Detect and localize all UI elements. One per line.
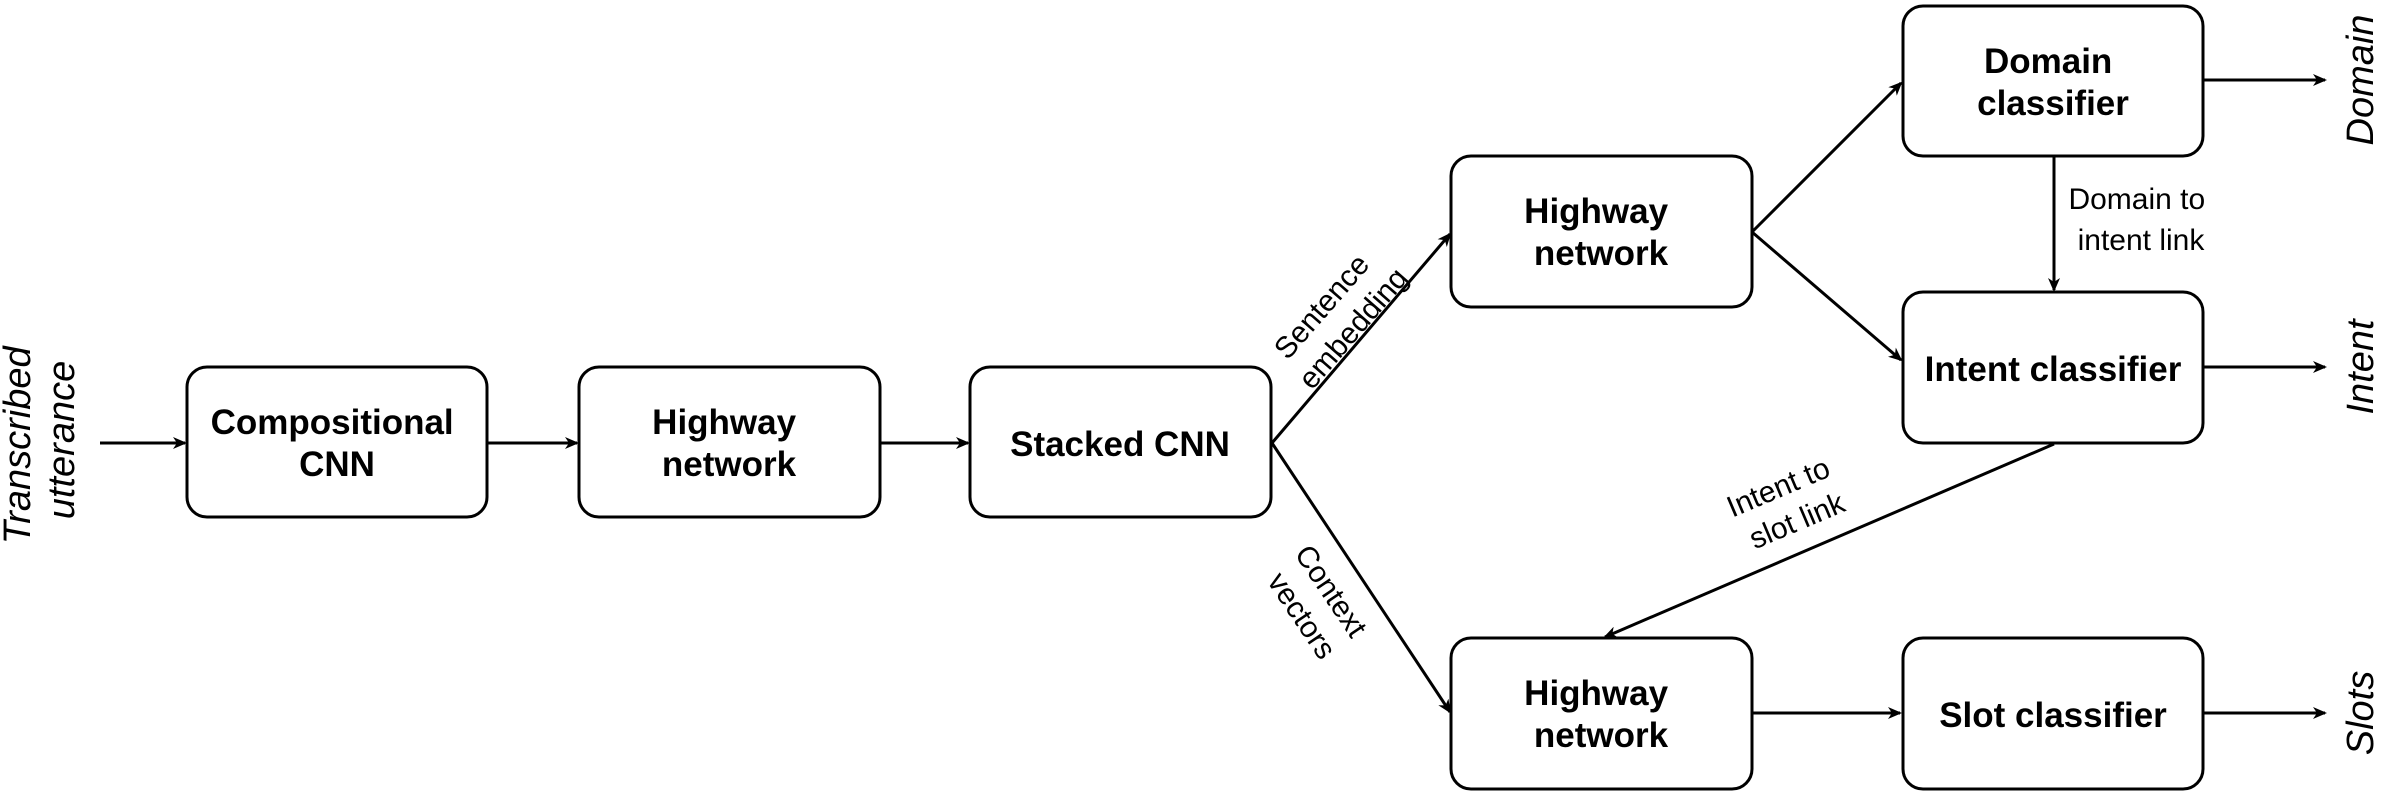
intent-output-label: Intent	[2340, 318, 2382, 415]
domain-to-intent-label: Domain to intent link	[2068, 183, 2213, 257]
domain-classifier-node: Domain classifier	[1901, 4, 2205, 158]
input-label-line-2: utterance	[41, 361, 83, 519]
input-label-line-1: Transcribed	[0, 345, 39, 545]
slots-output-label: Slots	[2340, 671, 2382, 755]
domain-classifier-line-1: Domain	[1984, 42, 2112, 81]
svg-text:Intent classifier: Intent classifier	[1925, 350, 2182, 389]
intent-classifier-label: Intent classifier	[1925, 350, 2182, 389]
highway-top-line-2: network	[1534, 234, 1669, 273]
svg-text:Highway network: Highway network	[652, 403, 806, 484]
stacked-cnn-node: Stacked CNN	[968, 365, 1273, 519]
edge-stacked-to-highway-top	[1270, 232, 1452, 444]
domain-to-intent-line-2: intent link	[2078, 224, 2206, 257]
highway-bottom-line-2: network	[1534, 716, 1669, 755]
slot-classifier-node: Slot classifier	[1901, 636, 2205, 791]
intent-classifier-node: Intent classifier	[1901, 290, 2205, 445]
compositional-cnn-line-2: CNN	[299, 445, 375, 484]
intent-to-slot-label: Intent to slot link	[1722, 448, 1857, 559]
svg-text:Highway network: Highway network	[1524, 192, 1678, 273]
highway-network-node-1: Highway network	[577, 365, 882, 519]
domain-output-label: Domain	[2340, 15, 2382, 146]
edge-highway-top-to-domain	[1750, 81, 1903, 234]
edge-intent-to-slot	[1603, 442, 2055, 639]
domain-classifier-line-2: classifier	[1977, 84, 2129, 123]
svg-text:Compositional CNN: Compositional CNN	[211, 403, 464, 484]
svg-text:Domain classifier: Domain classifier	[1977, 42, 2129, 123]
highway-1-line-1: Highway	[652, 403, 796, 442]
context-vectors-label: Context vectors	[1256, 539, 1377, 671]
svg-text:Highway network: Highway network	[1524, 674, 1678, 755]
slot-classifier-label: Slot classifier	[1939, 696, 2167, 735]
edge-stacked-to-highway-bottom	[1270, 442, 1452, 714]
sentence-embedding-label: Sentence embedding	[1264, 237, 1415, 396]
stacked-cnn-label: Stacked CNN	[1010, 425, 1230, 464]
highway-network-node-bottom: Highway network	[1449, 636, 1754, 791]
edge-highway-top-to-intent	[1751, 230, 1903, 362]
highway-top-line-1: Highway	[1524, 192, 1668, 231]
compositional-cnn-node: Compositional CNN	[185, 365, 489, 519]
compositional-cnn-line-1: Compositional	[211, 403, 454, 442]
domain-to-intent-line-1: Domain to	[2068, 183, 2205, 216]
input-label: Transcribed utterance	[0, 336, 83, 544]
highway-1-line-2: network	[662, 445, 797, 484]
highway-bottom-line-1: Highway	[1524, 674, 1668, 713]
svg-text:Slot classifier: Slot classifier	[1939, 696, 2167, 735]
highway-network-node-top: Highway network	[1449, 154, 1754, 309]
svg-text:Stacked CNN: Stacked CNN	[1010, 425, 1230, 464]
